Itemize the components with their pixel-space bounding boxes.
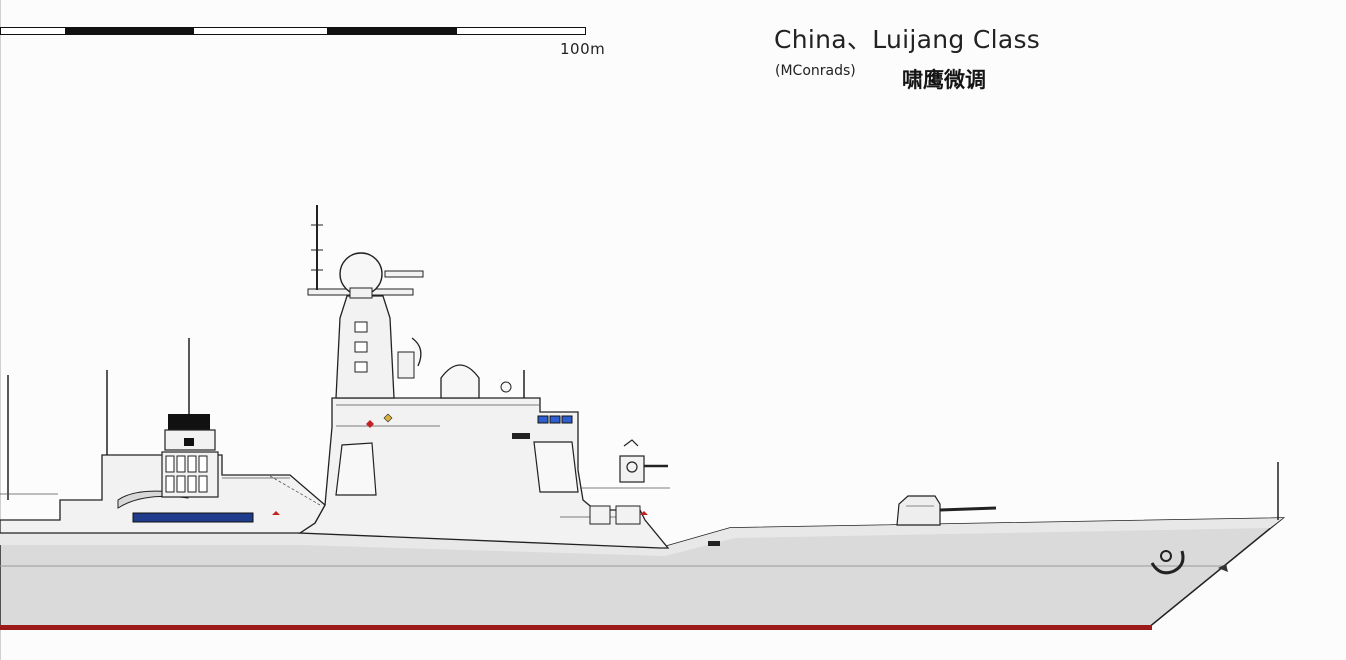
funnel-icon <box>161 414 219 498</box>
scale-segment <box>65 28 194 34</box>
launchers <box>589 505 641 525</box>
bow-fitting <box>1218 564 1228 572</box>
radome-icon <box>440 364 480 399</box>
superstructure-main <box>297 397 670 549</box>
scale-bar <box>0 27 586 35</box>
hull-deck-band <box>0 518 1283 556</box>
page-edge <box>0 0 1 660</box>
radome-icon <box>339 252 383 299</box>
markings <box>272 420 648 515</box>
waterline <box>0 625 1152 630</box>
sensor <box>500 381 512 393</box>
scale-segment <box>327 28 457 34</box>
radar-dish-icon <box>397 337 422 379</box>
anchor-icon <box>1150 550 1185 575</box>
marking-diamond <box>383 413 393 423</box>
small-fittings <box>512 433 720 546</box>
drawing-title: China、Luijang Class <box>774 25 1041 54</box>
bridge-windows <box>537 415 573 424</box>
scale-label: 100m <box>560 40 606 58</box>
mast-windows <box>354 321 368 373</box>
gun-turret-icon <box>619 439 668 483</box>
gun-turret-icon <box>896 495 997 526</box>
drawing-author: (MConrads) <box>775 63 856 79</box>
radar-arm <box>384 270 424 278</box>
watermark: 啸鹰微调 <box>902 68 986 92</box>
hangar-door <box>335 442 377 496</box>
side-panel <box>533 441 579 493</box>
